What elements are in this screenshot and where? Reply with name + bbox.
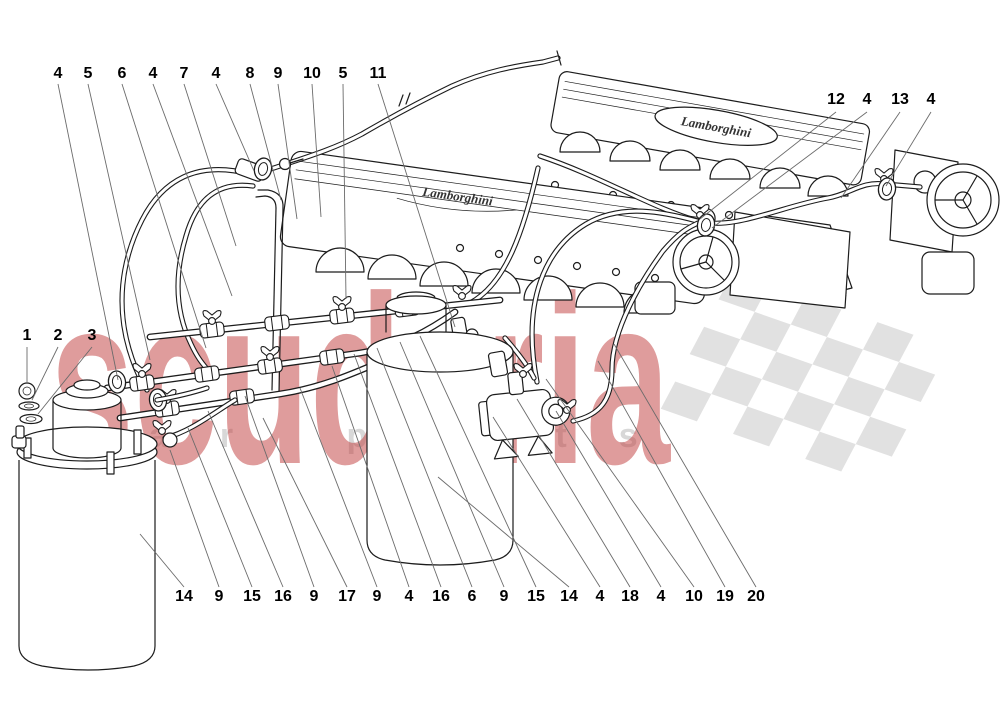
callout-number: 1 bbox=[23, 327, 32, 344]
callout-number: 19 bbox=[716, 588, 734, 605]
callout-number: 13 bbox=[891, 91, 909, 108]
callout-number: 15 bbox=[527, 588, 545, 605]
callout-number: 5 bbox=[339, 65, 348, 82]
fuel-pump-assembly bbox=[11, 379, 238, 671]
right-throttle-body bbox=[889, 149, 1000, 295]
callout-number: 16 bbox=[432, 588, 450, 605]
callout-number: 7 bbox=[180, 65, 189, 82]
callout-number: 4 bbox=[927, 91, 936, 108]
callout-number: 6 bbox=[118, 65, 127, 82]
center-throttle-body bbox=[634, 211, 851, 315]
callout-number: 14 bbox=[175, 588, 193, 605]
rear-intake-trumpets bbox=[559, 131, 849, 197]
callout-number: 4 bbox=[212, 65, 221, 82]
washer-stack bbox=[18, 382, 43, 425]
pressure-regulator bbox=[478, 363, 577, 460]
checkered-flag-watermark bbox=[660, 272, 936, 472]
callout-number: 6 bbox=[468, 588, 477, 605]
callout-number: 17 bbox=[338, 588, 356, 605]
callout-number: 11 bbox=[370, 65, 387, 82]
leader-lines bbox=[26, 83, 932, 588]
callout-number: 4 bbox=[149, 65, 158, 82]
callout-number: 10 bbox=[303, 65, 321, 82]
callout-number: 8 bbox=[246, 65, 255, 82]
callout-number: 15 bbox=[243, 588, 261, 605]
callout-number: 12 bbox=[827, 91, 845, 108]
callout-number: 9 bbox=[215, 588, 224, 605]
callout-number: 4 bbox=[657, 588, 666, 605]
rear-cam-cover: Lamborghini bbox=[550, 71, 871, 240]
callout-number: 9 bbox=[310, 588, 319, 605]
callout-number: 4 bbox=[405, 588, 414, 605]
callout-number: 9 bbox=[274, 65, 283, 82]
callout-number: 3 bbox=[88, 327, 97, 344]
fuel-hoses bbox=[119, 50, 923, 424]
callout-number: 4 bbox=[54, 65, 63, 82]
callout-number: 9 bbox=[500, 588, 509, 605]
fuel-filter bbox=[366, 291, 514, 566]
callout-number: 14 bbox=[560, 588, 578, 605]
callout-numbers: 4 5 6 4 7 4 8 9 10 5 11 12 4 13 4 1 2 3 … bbox=[23, 65, 936, 605]
callout-number: 5 bbox=[84, 65, 93, 82]
callout-number: 20 bbox=[747, 588, 765, 605]
callout-number: 2 bbox=[54, 327, 63, 344]
callout-number: 10 bbox=[685, 588, 703, 605]
head-bolts bbox=[455, 243, 660, 283]
callout-number: 4 bbox=[596, 588, 605, 605]
callout-number: 16 bbox=[274, 588, 292, 605]
callout-number: 18 bbox=[621, 588, 639, 605]
callout-number: 9 bbox=[373, 588, 382, 605]
hose-elbow-coupling bbox=[234, 155, 304, 183]
callout-number: 4 bbox=[863, 91, 872, 108]
